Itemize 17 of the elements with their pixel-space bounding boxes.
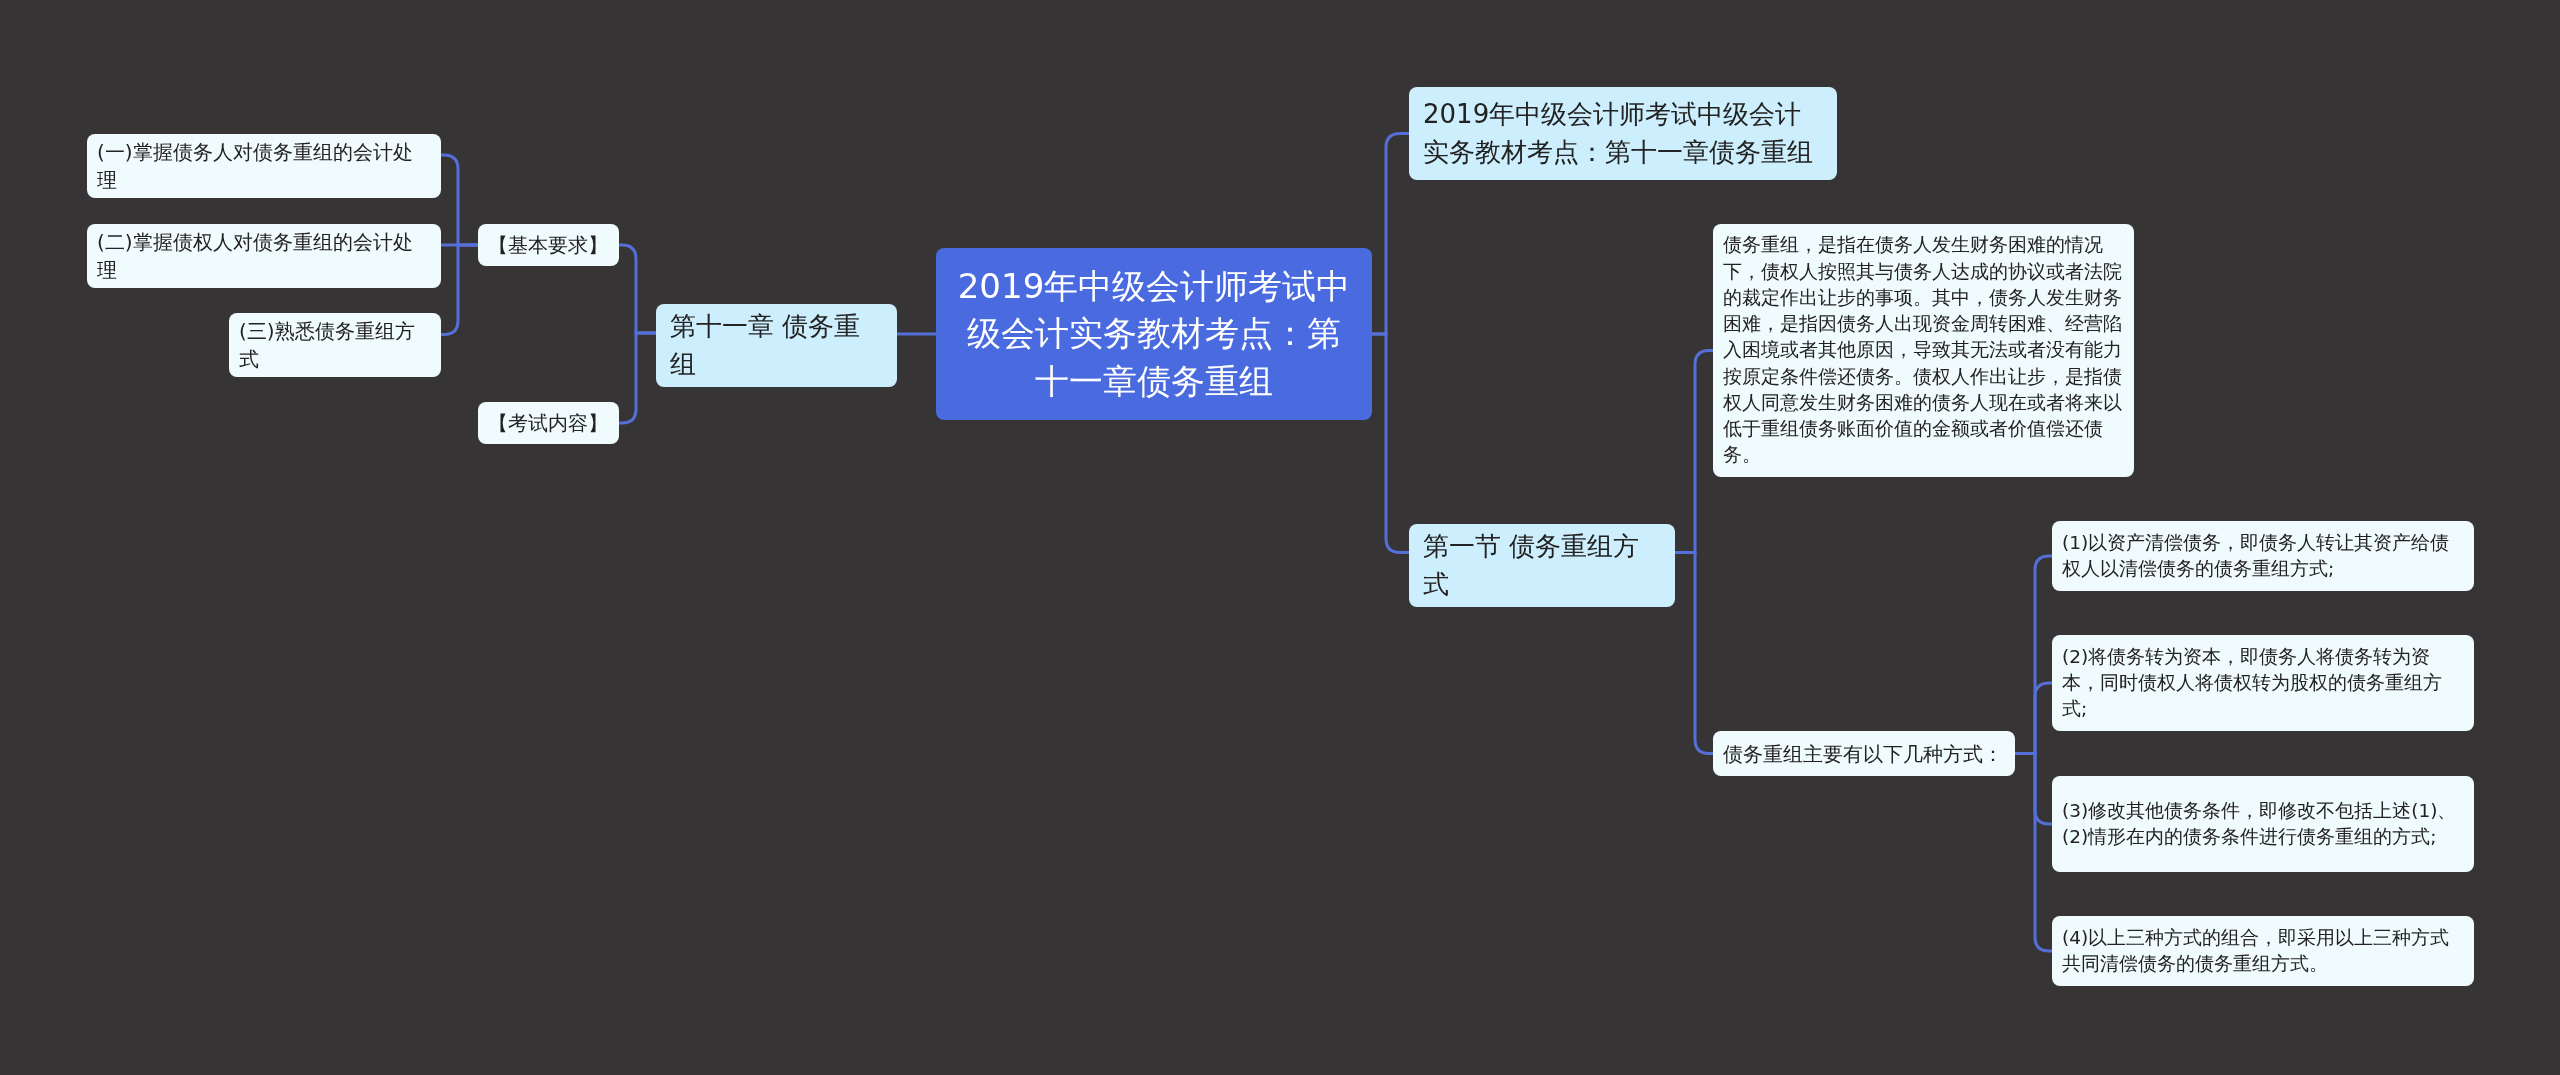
topic-box: 第一节 债务重组方式 (1409, 524, 1675, 608)
note-box: 债务重组，是指在债务人发生财务困难的情况下，债权人按照其与债务人达成的协议或者法院的裁定作出让步的事项。其中，债务人发生财务困难，是指因债务人出现资金周转困难、经营陷入困境或者其他原因，导致其无法或者没有能力按原定条件偿还债务。债权人作出让步，是指债权人同意发生财务困难的债务人现在或者将来以低于重组债务账面价值的金额或者价值偿还债务。 (1713, 224, 2134, 477)
subtopic-box: (二)掌握债权人对债务重组的会计处理 (87, 224, 441, 288)
note-box: (2)将债务转为资本，即债务人将债务转为资本，同时债权人将债权转为股权的债务重组方式; (2052, 635, 2474, 731)
note-box: (4)以上三种方式的组合，即采用以上三种方式共同清偿债务的债务重组方式。 (2052, 916, 2474, 986)
root-topic-box: 2019年中级会计师考试中级会计实务教材考点：第十一章债务重组 (936, 248, 1372, 420)
connector-line (897, 332, 936, 336)
note-box: (1)以资产清偿债务，即债务人转让其资产给债权人以清偿债务的债务重组方式; (2052, 521, 2474, 591)
subtopic-box: 债务重组主要有以下几种方式： (1713, 731, 2015, 776)
subtopic-box: (三)熟悉债务重组方式 (229, 313, 441, 377)
subtopic-box: 【基本要求】 (478, 224, 619, 266)
note-box: (3)修改其他债务条件，即修改不包括上述(1)、(2)情形在内的债务条件进行债务重组的方式; (2052, 776, 2474, 872)
topic-box: 第十一章 债务重组 (656, 304, 897, 388)
connector-line (1372, 332, 1409, 554)
subtopic-box: 【考试内容】 (478, 402, 619, 444)
subtopic-box: (一)掌握债务人对债务重组的会计处理 (87, 134, 441, 198)
topic-box: 2019年中级会计师考试中级会计实务教材考点：第十一章债务重组 (1409, 87, 1837, 180)
